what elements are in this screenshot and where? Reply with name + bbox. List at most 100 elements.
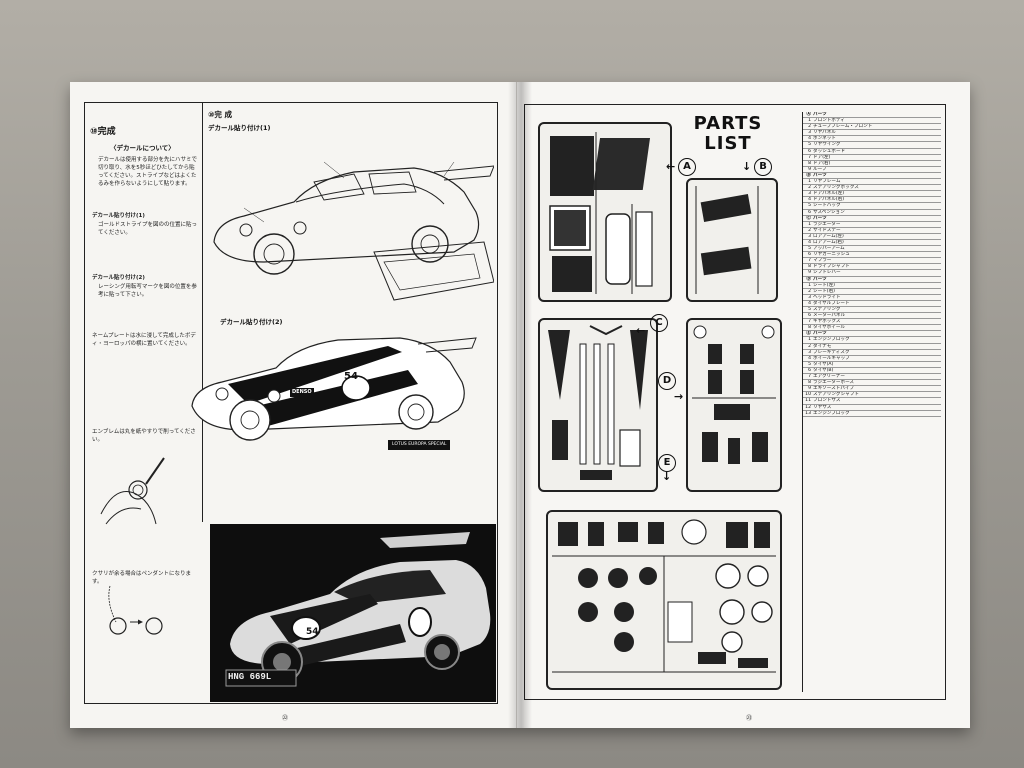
parts-list-number: 5: [808, 142, 811, 148]
section-heading: ⑩完成: [90, 127, 116, 137]
parts-list-number: 6: [808, 252, 811, 258]
parts-list-number: 7: [808, 154, 811, 160]
parts-list-name: パーツ: [813, 276, 827, 282]
left-page: ⑩完成 〈デカールについて〉 デカールは使用する部分を先にハサミで切り取り、水を…: [70, 82, 517, 728]
parts-list-name: サイドステー: [813, 227, 841, 233]
parts-list-name: リヤパネル: [813, 130, 836, 136]
parts-list-name: ホイールキャップ: [813, 355, 850, 361]
sprue-b-parts: [695, 186, 759, 294]
pendant-text: クサリが余る場合はペンダントになります。: [92, 571, 192, 585]
parts-list-number: 3: [808, 349, 811, 355]
diagram-title: ⑩完 成: [208, 110, 232, 119]
parts-list-number: 10: [805, 392, 811, 398]
parts-list-name: エンジンブロック: [813, 410, 850, 416]
parts-list-number: 6: [808, 367, 811, 373]
diagram2-label: デカール貼り付け(2): [220, 318, 283, 326]
parts-list-number: Ⓓ: [806, 276, 811, 282]
decal-intro-text: デカールは使用する部分を先にハサミで切り取り、水を5秒ほどひたしてから貼ってくだ…: [98, 157, 198, 187]
parts-list-name: タイヤホイール: [813, 325, 846, 331]
parts-list-name: シフトレバー: [813, 270, 841, 276]
model-car-image: [210, 524, 496, 702]
parts-list-number: 5: [808, 361, 811, 367]
parts-list-number: 3: [808, 191, 811, 197]
column-divider: [202, 102, 203, 522]
race-number: 54: [344, 371, 358, 382]
sprue-b-frame: [686, 178, 778, 302]
parts-list-number: 3: [808, 130, 811, 136]
parts-list-number: 4: [808, 136, 811, 142]
parts-list-number: 9: [808, 166, 811, 172]
step2-title: デカール貼り付け(2): [92, 275, 145, 281]
sprue-label-a: A: [678, 158, 696, 176]
left-page-number: ㉒: [282, 715, 289, 722]
parts-list-number: 4: [808, 239, 811, 245]
sprue-c-frame: [538, 318, 658, 492]
left-page-frame: [84, 102, 498, 704]
car-diagram-racing-decals: [191, 337, 477, 441]
sprue-d-frame: [686, 318, 782, 492]
parts-list-name: ドア(右): [813, 160, 831, 166]
sprue-label-e: E: [658, 454, 676, 472]
parts-list-number: 2: [808, 124, 811, 130]
parts-list-name: ステアリング: [813, 307, 841, 312]
parts-list-number: 12: [805, 404, 811, 410]
parts-title-line1: PARTS: [693, 113, 763, 134]
parts-list-name: パーツ: [813, 331, 827, 337]
parts-list-number: 5: [808, 246, 811, 252]
parts-title-line2: LIST: [704, 133, 752, 154]
pendant-illustration: [108, 585, 163, 635]
parts-list-number: 1: [808, 337, 811, 343]
sprue-a-parts: [549, 132, 653, 294]
parts-list-number: 8: [808, 380, 811, 386]
parts-list-number: 1: [808, 179, 811, 185]
parts-list-name: シートバック: [813, 203, 841, 209]
parts-list-number: 5: [808, 203, 811, 209]
parts-list-name: フロントサス: [813, 398, 841, 404]
parts-list-name: リヤウイング: [813, 142, 841, 148]
parts-list-number: 9: [808, 270, 811, 276]
parts-list-name: ヘッドライト: [813, 294, 841, 300]
parts-list-name: ブレーキディスク: [813, 349, 850, 355]
parts-list-number: 2: [808, 288, 811, 294]
arrow-to-e: ↓: [662, 470, 672, 483]
parts-list-name: エアクリーナー: [813, 374, 845, 380]
parts-list-number: 4: [808, 300, 811, 306]
license-plate: HNG 669L: [228, 672, 272, 682]
arrow-to-c: ←: [636, 324, 646, 337]
right-page-frame: [524, 104, 946, 700]
parts-list-name: ロアアーム(左): [813, 233, 844, 239]
sprue-e-parts: [552, 519, 776, 673]
parts-list-number: 8: [808, 325, 811, 331]
parts-list-name: メーターパネル: [813, 313, 846, 319]
parts-list-number: 7: [808, 319, 811, 325]
parts-list-name: ボンネット: [813, 136, 836, 142]
